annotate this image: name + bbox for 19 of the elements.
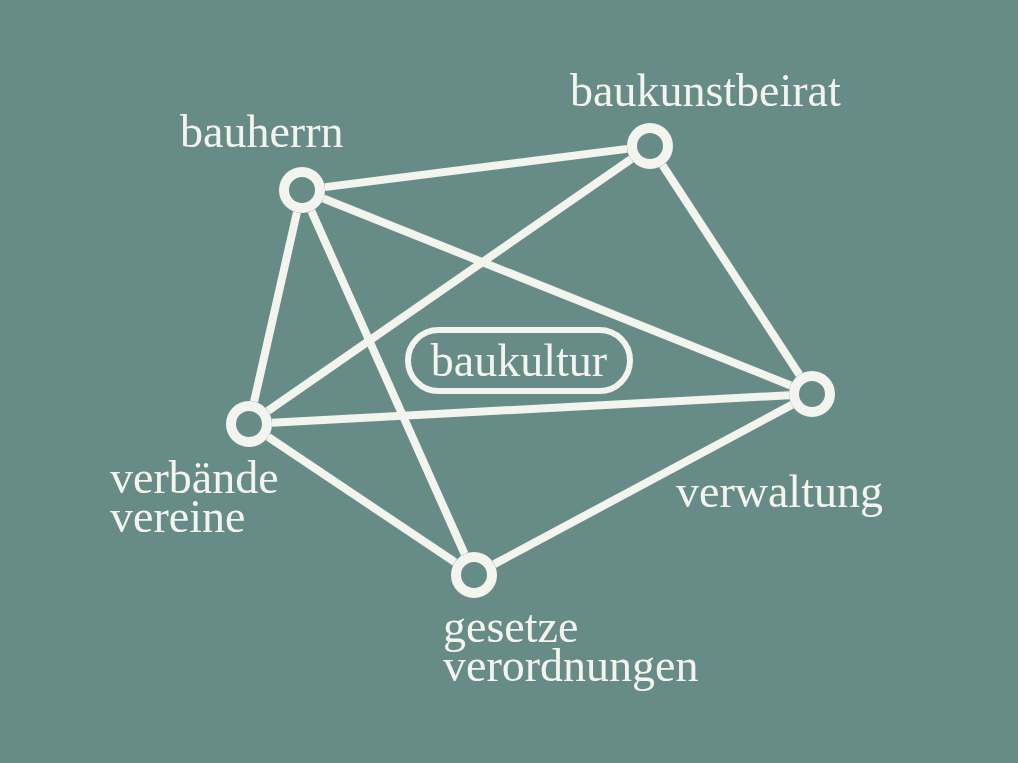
connector-line <box>265 433 458 566</box>
node-label: verbände vereine <box>110 456 280 544</box>
node-ring <box>627 123 673 169</box>
node-label: verwaltung <box>676 470 883 519</box>
connector-line <box>321 194 793 390</box>
node-label: gesetze verordnungen <box>443 605 700 693</box>
node-ring <box>226 401 272 447</box>
node-label: baukunstbeirat <box>570 69 841 118</box>
node-ring <box>279 167 325 213</box>
connector-line <box>659 163 803 377</box>
node-text: baukultur <box>430 334 608 387</box>
node-label: bauherrn <box>180 110 344 159</box>
connector-line <box>492 401 794 568</box>
connector-line <box>265 155 634 415</box>
rounded-frame <box>405 327 633 394</box>
connector-line <box>250 211 301 403</box>
connector-line <box>307 209 469 556</box>
node-ring <box>789 371 835 417</box>
node-ring <box>451 552 497 598</box>
